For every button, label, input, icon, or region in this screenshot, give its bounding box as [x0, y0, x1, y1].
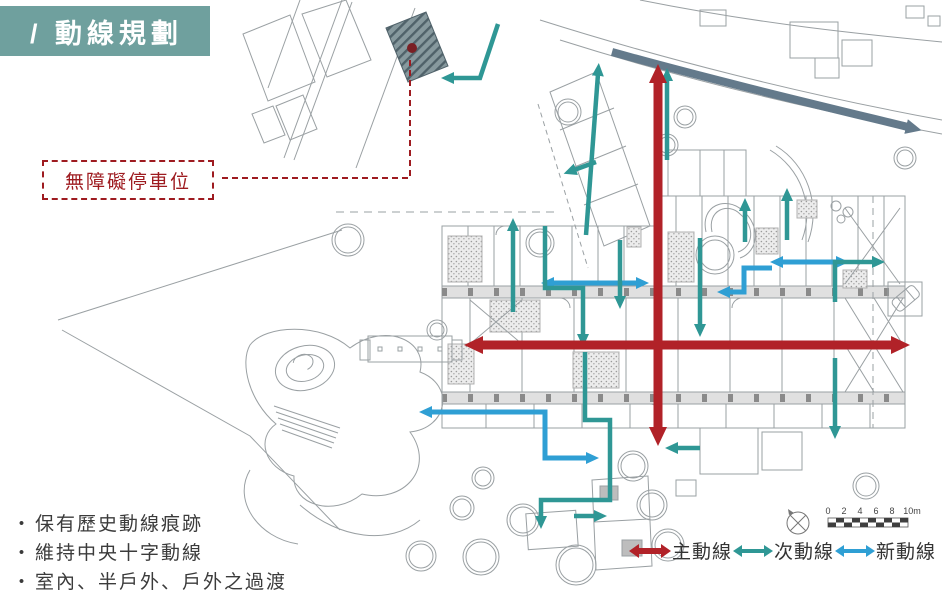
legend-label-new: 新動線 — [875, 542, 936, 563]
new-route-arrow-icon — [834, 544, 875, 557]
scale-bar-icon: 0 2 4 6 8 10m — [825, 506, 921, 528]
main-routes — [464, 64, 910, 446]
note-text: 保有歷史動線痕跡 — [35, 514, 204, 535]
legend-label-secondary: 次動線 — [773, 542, 834, 563]
scale-tick-0: 0 — [825, 506, 830, 516]
scale-tick-3: 6 — [873, 506, 878, 516]
legend-label-main: 主動線 — [671, 542, 732, 563]
notes-list: ・ 保有歷史動線痕跡 ・ 維持中央十字動線 ・ 室內、半戶外、戶外之過渡 — [12, 510, 287, 597]
bullet-icon: ・ — [12, 514, 34, 535]
bullet-icon: ・ — [12, 572, 34, 593]
road-arrow — [610, 48, 922, 134]
base-plan — [57, 0, 942, 586]
callout-leader-line — [218, 60, 411, 179]
scale-tick-2: 4 — [857, 506, 862, 516]
note-text: 室內、半戶外、戶外之過渡 — [35, 572, 288, 593]
page-title: / 動線規劃 — [0, 6, 210, 56]
scale-tick-5: 10m — [903, 506, 921, 516]
note-text: 維持中央十字動線 — [35, 543, 204, 564]
legend-item-main: 主動線 — [628, 537, 732, 564]
main-route-arrow-icon — [628, 543, 671, 558]
note-item: ・ 室內、半戶外、戶外之過渡 — [12, 568, 287, 597]
callout-label: 無障礙停車位 — [64, 171, 191, 193]
secondary-route-arrow-icon — [732, 544, 773, 557]
north-scale: 0 2 4 6 8 10m — [786, 506, 921, 535]
new-routes — [419, 256, 849, 464]
north-icon — [786, 509, 810, 535]
bullet-icon: ・ — [12, 543, 34, 564]
legend: 主動線 次動線 新動線 — [628, 537, 936, 564]
accessible-parking-building — [385, 11, 449, 83]
note-item: ・ 維持中央十字動線 — [12, 539, 287, 568]
accessible-parking-callout: 無障礙停車位 — [42, 160, 214, 200]
legend-item-secondary: 次動線 — [732, 537, 834, 564]
scale-tick-4: 8 — [889, 506, 894, 516]
scale-tick-1: 2 — [841, 506, 846, 516]
legend-item-new: 新動線 — [834, 537, 936, 564]
note-item: ・ 保有歷史動線痕跡 — [12, 510, 287, 539]
secondary-routes — [441, 23, 885, 529]
trees — [331, 98, 917, 586]
